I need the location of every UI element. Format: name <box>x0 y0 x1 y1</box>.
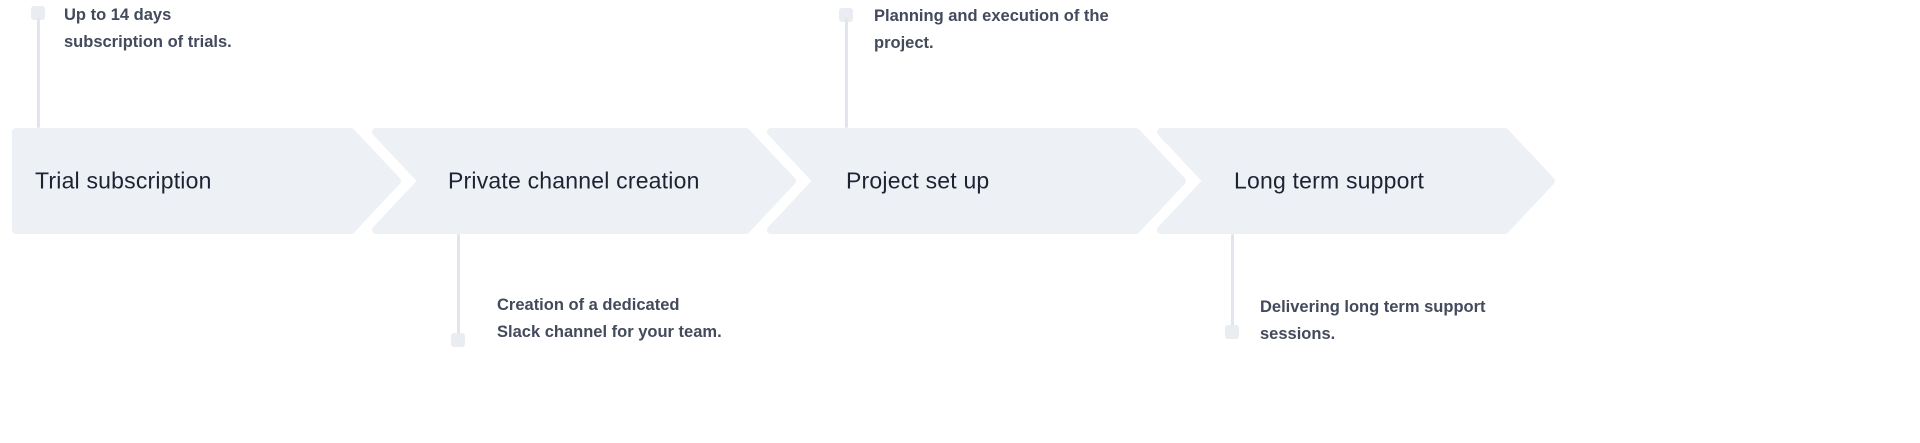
step-note-3-line-2: project. <box>874 34 934 52</box>
step-label-private-channel-creation: Private channel creation <box>448 167 700 194</box>
step-note-1-line-2: subscription of trials. <box>64 33 232 51</box>
step-note-1-line-1: Up to 14 days <box>64 6 172 24</box>
step-note-1: Up to 14 days subscription of trials. <box>64 2 232 56</box>
connector-line-step-1 <box>37 18 40 128</box>
arrow-shape-step-1 <box>12 128 401 234</box>
connector-line-step-3 <box>845 18 848 128</box>
connector-marker-step-3 <box>839 8 853 22</box>
arrow-shape-step-2 <box>372 128 796 234</box>
step-label-trial-subscription: Trial subscription <box>35 167 212 194</box>
connector-marker-step-4 <box>1225 325 1239 339</box>
step-note-3: Planning and execution of the project. <box>874 3 1109 57</box>
step-note-2-line-1: Creation of a dedicated <box>497 296 680 314</box>
timeline-arrow-band <box>12 128 1555 234</box>
connector-marker-step-2 <box>451 333 465 347</box>
connector-line-step-2 <box>457 234 460 336</box>
step-note-2-line-2: Slack channel for your team. <box>497 323 722 341</box>
step-label-long-term-support: Long term support <box>1234 167 1425 194</box>
arrow-shape-step-3 <box>767 128 1186 234</box>
step-note-4-line-2: sessions. <box>1260 325 1336 343</box>
step-note-2: Creation of a dedicated Slack channel fo… <box>497 292 722 346</box>
connector-line-step-4 <box>1231 234 1234 329</box>
step-note-4-line-1: Delivering long term support <box>1260 298 1486 316</box>
connector-marker-step-1 <box>31 6 45 20</box>
step-note-3-line-1: Planning and execution of the <box>874 7 1109 25</box>
step-note-4: Delivering long term support sessions. <box>1260 294 1486 348</box>
arrow-shape-step-4 <box>1157 128 1555 234</box>
step-label-project-set-up: Project set up <box>846 167 990 194</box>
